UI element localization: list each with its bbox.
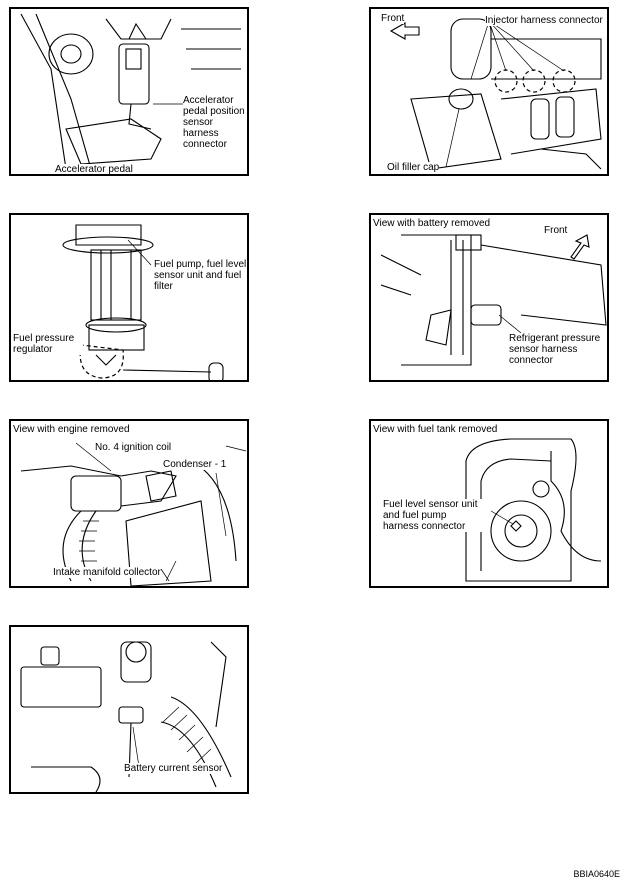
ignition-coil-label: No. 4 ignition coil [95, 442, 172, 453]
refrigerant-pressure-sensor-label: Refrigerant pressure sensor harness conn… [509, 333, 607, 366]
view-header: View with fuel tank removed [373, 424, 498, 435]
panel-fuel-level-sensor: View with fuel tank removed Fuel level s… [369, 419, 609, 588]
panel-condenser: View with engine removed No. 4 ignition … [9, 419, 249, 588]
oil-filler-cap-label: Oil filler cap [387, 162, 440, 173]
fuel-pressure-regulator-label: Fuel pressure regulator [13, 333, 83, 355]
fuel-level-sensor-illustration [465, 438, 602, 582]
accelerator-pedal-position-sensor-label: Accelerator pedal position sensor harnes… [183, 95, 247, 150]
panel-battery-current-sensor: Battery current sensor [9, 625, 249, 794]
figure-code: BBIA0640E [573, 869, 620, 879]
panel-fuel-pump: Fuel pump, fuel level sensor unit and fu… [9, 213, 249, 382]
front-arrow-icon [570, 234, 590, 260]
condenser-label: Condenser - 1 [163, 459, 227, 470]
injector-harness-connector-label: Injector harness connector [485, 15, 603, 26]
front-arrow-icon [389, 22, 420, 40]
accelerator-pedal-illustration [20, 13, 241, 170]
intake-manifold-collector-label: Intake manifold collector [53, 567, 161, 578]
front-label: Front [381, 13, 405, 24]
accelerator-pedal-label: Accelerator pedal [55, 164, 133, 175]
fuel-level-sensor-harness-label: Fuel level sensor unit and fuel pump har… [383, 499, 483, 532]
view-header: View with battery removed [373, 218, 491, 229]
condenser-illustration [20, 442, 247, 586]
front-label: Front [544, 225, 568, 236]
refrigerant-sensor-illustration [380, 234, 607, 366]
panel-refrigerant-sensor: View with battery removed Front Refriger… [369, 213, 609, 382]
panel-injector-harness: Front Injector harness connector Oil fil… [369, 7, 609, 176]
injector-harness-illustration [389, 18, 602, 170]
battery-current-sensor-label: Battery current sensor [124, 763, 223, 774]
fuel-pump-illustration [62, 224, 224, 380]
panel-accelerator-pedal: Accelerator pedal position sensor harnes… [9, 7, 249, 176]
fuel-pump-label: Fuel pump, fuel level sensor unit and fu… [154, 259, 247, 292]
view-header: View with engine removed [13, 424, 130, 435]
